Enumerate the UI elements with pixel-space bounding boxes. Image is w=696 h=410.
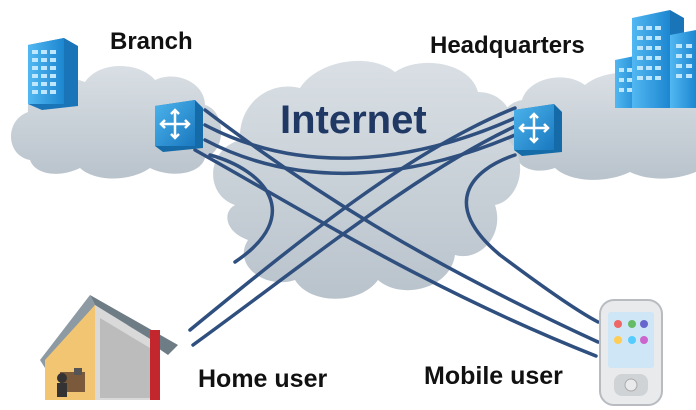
link-branch-home-curve <box>208 153 275 264</box>
house-icon <box>40 295 178 400</box>
internet-cloud <box>213 60 521 299</box>
link-branch-mobile-2 <box>193 148 598 358</box>
link-hq-mobile-curve <box>464 153 600 324</box>
office-towers-icon <box>615 10 696 108</box>
smartphone-icon <box>599 299 663 406</box>
office-building-icon <box>28 38 78 110</box>
home-user-label: Home user <box>198 365 328 393</box>
router-icon <box>155 100 203 152</box>
link-hq-branch <box>203 133 517 176</box>
link-hq-home-2 <box>191 123 520 347</box>
branch-label: Branch <box>110 28 193 55</box>
headquarters-label: Headquarters <box>430 32 585 59</box>
internet-label: Internet <box>280 98 427 142</box>
router-icon <box>514 104 562 156</box>
link-branch-mobile <box>203 108 600 344</box>
link-branch-hq <box>203 116 517 160</box>
connection-links <box>188 106 600 358</box>
mobile-user-label: Mobile user <box>424 362 563 390</box>
link-hq-home <box>188 106 517 332</box>
